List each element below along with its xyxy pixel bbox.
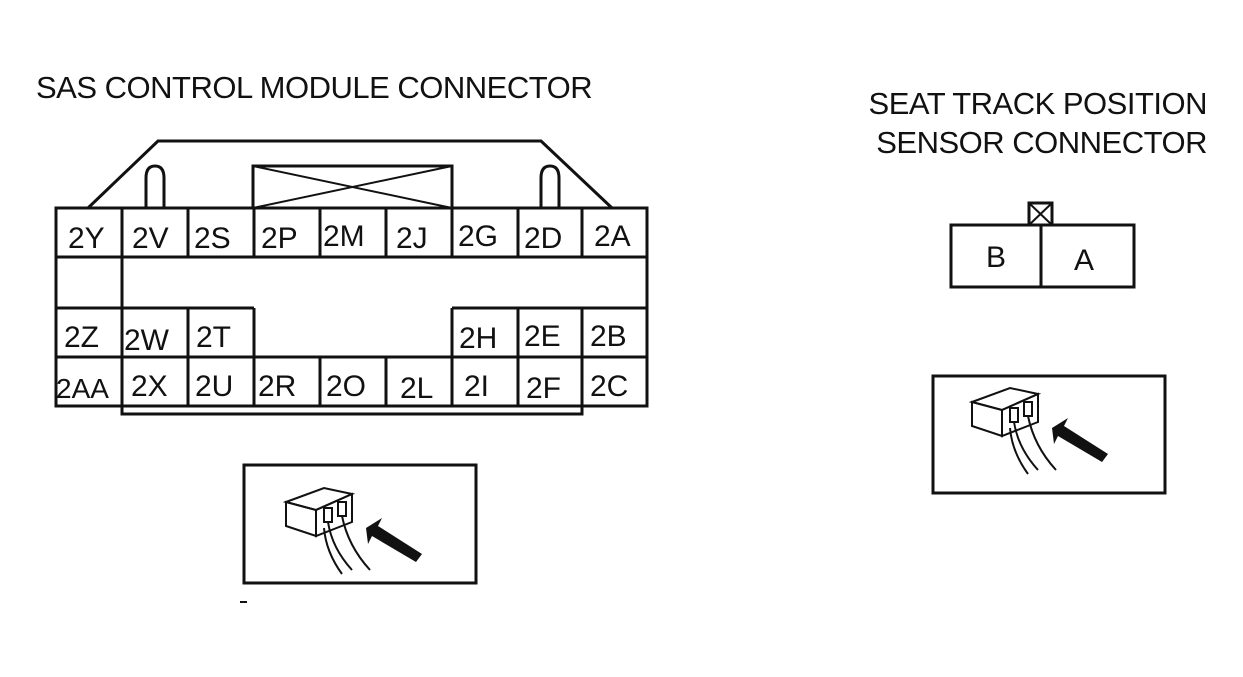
pin-label: 2A [594,220,631,253]
sas-pin-labels: 2Y 2V 2S 2P 2M 2J 2G 2D 2A 2Z 2W 2T 2H 2… [56,220,631,405]
top-row-dividers [120,208,584,257]
pin-label: 2V [132,222,169,255]
pin-label: 2G [458,220,498,253]
pin-label: 2X [131,370,168,403]
harness-side-connector-icon [931,374,1167,495]
seat-connector-body: B A [949,201,1136,289]
pin-label: 2F [526,372,561,405]
pin-label: 2E [524,320,561,353]
pin-label: 2H [459,322,497,355]
pin-label: 2J [396,222,428,255]
pin-label: 2C [590,370,628,403]
pin-label: 2W [124,324,170,357]
harness-side-connector-icon [242,463,478,585]
pin-label: A [1074,244,1094,277]
seat-title-line-2: SENSOR CONNECTOR [876,125,1207,160]
pin-label: 2Z [64,321,99,354]
pin-label: 2M [323,220,365,253]
sas-connector-body [54,139,649,416]
seat-title-line-1: SEAT TRACK POSITION [868,86,1208,121]
seat-connector-title: SEAT TRACK POSITION SENSOR CONNECTOR [868,84,1208,162]
pin-label: 2AA [56,373,109,404]
pin-label: 2Y [68,222,105,255]
pin-label: 2U [195,370,233,403]
pin-label: 2I [464,370,489,403]
pin-label: B [986,241,1006,274]
pin-label: 2T [196,321,231,354]
pin-label: 2O [326,370,366,403]
pin-label: 2S [194,222,231,255]
pin-label: 2R [258,370,296,403]
sas-connector-title: SAS CONTROL MODULE CONNECTOR [36,70,593,105]
pin-label: 2L [400,372,433,405]
pin-label: 2P [261,222,298,255]
pin-label: 2B [590,320,627,353]
pin-label: 2D [524,222,562,255]
